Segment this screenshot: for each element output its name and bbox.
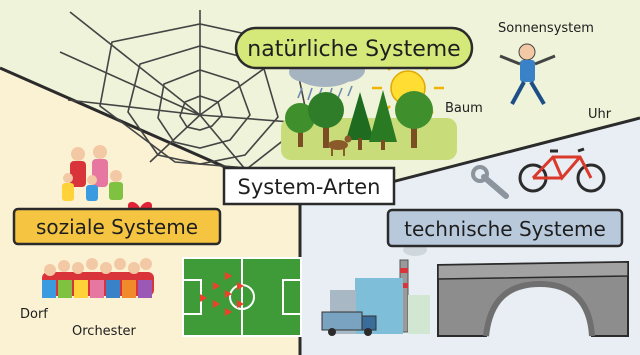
deer-icon — [328, 135, 352, 156]
social-systems-badge: soziale Systeme — [12, 207, 222, 246]
village-crowd-icon — [42, 258, 154, 298]
natural-systems-badge: natürliche Systeme — [234, 26, 474, 70]
example-label-dorf: Dorf — [20, 307, 48, 322]
social-systems-label: soziale Systeme — [36, 215, 198, 239]
football-field-icon — [182, 257, 302, 337]
center-label: System-Arten — [238, 175, 381, 199]
example-label-orchester: Orchester — [72, 324, 137, 339]
stone-bridge-icon — [437, 260, 629, 337]
technical-systems-label: technische Systeme — [404, 217, 606, 241]
center-label-box: System-Arten — [222, 166, 396, 206]
example-label-uhr: Uhr — [588, 107, 612, 122]
example-label-sonnensystem: Sonnensystem — [498, 21, 594, 36]
natural-systems-label: natürliche Systeme — [247, 37, 460, 62]
technical-systems-badge: technische Systeme — [386, 208, 624, 248]
forest-icon — [281, 90, 457, 160]
bicycle-icon — [518, 147, 606, 193]
example-label-baum: Baum — [445, 101, 483, 116]
stretching-person-icon — [499, 43, 556, 106]
truck-icon — [321, 311, 377, 336]
wrench-icon — [471, 165, 509, 199]
